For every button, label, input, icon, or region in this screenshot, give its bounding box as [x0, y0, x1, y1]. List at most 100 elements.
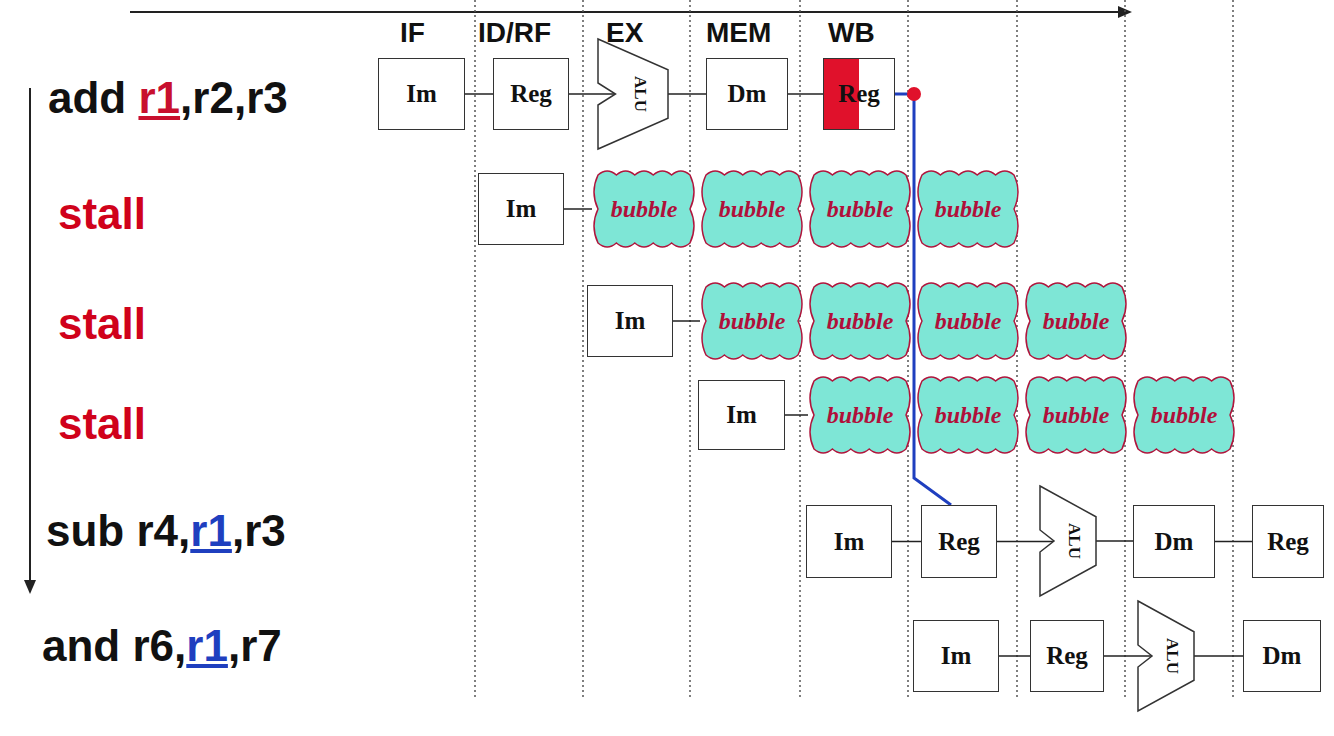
instruction-part: and: [42, 621, 120, 670]
stage-box: Im: [378, 58, 465, 130]
stage-label: Im: [834, 528, 865, 556]
cloud-shape: [594, 171, 694, 247]
instruction-label: stall: [58, 398, 146, 451]
stage-box: Im: [478, 173, 564, 245]
cloud-shape: [810, 283, 910, 359]
pipeline-wire: [673, 320, 700, 322]
stage-box: Dm: [706, 58, 788, 130]
stage-heading: EX: [606, 16, 643, 50]
instruction-part: ,: [174, 621, 186, 670]
instruction-part: r3: [246, 73, 288, 122]
cloud-shape: [810, 377, 910, 453]
bubble-cloud: bubble: [808, 281, 912, 361]
bubble-cloud: bubble: [700, 281, 804, 361]
time-axis: [130, 11, 1120, 13]
cycle-divider: [689, 0, 691, 700]
stage-label: Dm: [1263, 642, 1302, 670]
stage-label: Dm: [728, 80, 767, 108]
stage-label: Dm: [1155, 528, 1194, 556]
cycle-divider: [1232, 0, 1234, 700]
instruction-part: r2: [192, 73, 234, 122]
cloud-shape: [918, 171, 1018, 247]
cycle-dividers: [475, 0, 1233, 700]
instruction-part: r7: [240, 621, 282, 670]
bubble-label: bubble: [827, 196, 894, 223]
bubble-cloud: bubble: [1024, 281, 1128, 361]
stage-box: Reg: [1252, 505, 1324, 578]
bubble-label: bubble: [719, 308, 786, 335]
bubble-cloud: bubble: [1024, 375, 1128, 455]
register-write-box: Reg: [823, 58, 895, 130]
pipeline-wire: [1104, 655, 1152, 657]
stage-label: Reg: [1046, 642, 1088, 670]
bubble-cloud: bubble: [808, 169, 912, 249]
alu-shape: [1138, 601, 1194, 711]
stage-box: Dm: [1243, 620, 1321, 692]
instruction-part: [124, 506, 136, 555]
cycle-divider: [582, 0, 584, 700]
bubble-cloud: bubble: [916, 281, 1020, 361]
bubble-cloud: bubble: [916, 375, 1020, 455]
instruction-part: [120, 621, 132, 670]
stage-label: Reg: [838, 80, 880, 108]
stage-label: ALU: [630, 76, 650, 112]
bubble-label: bubble: [827, 308, 894, 335]
cloud-shape: [1026, 377, 1126, 453]
stage-label: Reg: [510, 80, 552, 108]
pipeline-wire: [1215, 541, 1252, 543]
instruction-part: r3: [244, 506, 286, 555]
instruction-part: r4: [136, 506, 178, 555]
bubble-label: bubble: [719, 196, 786, 223]
pipeline-wire: [1194, 655, 1243, 657]
pipeline-wire: [465, 93, 493, 95]
pipeline-wire: [668, 93, 706, 95]
instruction-label: stall: [58, 298, 146, 351]
instruction-label: and r6,r1,r7: [42, 620, 282, 673]
bubble-cloud: bubble: [700, 169, 804, 249]
instruction-part: [126, 73, 138, 122]
stage-box: Dm: [1133, 505, 1215, 578]
stage-box: Reg: [921, 505, 997, 578]
pipeline-wire: [569, 93, 616, 95]
pipeline-wire: [999, 655, 1030, 657]
cloud-shape: [918, 283, 1018, 359]
bubble-label: bubble: [1043, 308, 1110, 335]
alu-shape: [1040, 486, 1096, 596]
stage-label: Im: [506, 195, 537, 223]
instruction-part: ,: [228, 621, 240, 670]
bubble-label: bubble: [1151, 402, 1218, 429]
stage-box: Reg: [1030, 620, 1104, 692]
alu-symbol: ALU: [1138, 601, 1194, 711]
bubble-cloud: bubble: [916, 169, 1020, 249]
alu-symbol: ALU: [1040, 486, 1096, 596]
stage-box: Im: [913, 620, 999, 692]
instruction-label: sub r4,r1,r3: [46, 505, 286, 558]
cycle-divider: [474, 0, 476, 700]
pipeline-wire: [788, 93, 823, 95]
write-point-dot: [907, 87, 921, 101]
cloud-shape: [702, 171, 802, 247]
pipeline-wire: [892, 541, 921, 543]
register-operand: r1: [186, 621, 228, 670]
cloud-shape: [702, 283, 802, 359]
instruction-part: ,: [180, 73, 192, 122]
bubble-label: bubble: [1043, 402, 1110, 429]
stage-label: Reg: [938, 528, 980, 556]
instruction-part: add: [48, 73, 126, 122]
stage-label: Im: [726, 401, 757, 429]
instruction-label: stall: [58, 188, 146, 241]
alu-symbol: ALU: [598, 39, 668, 149]
stage-heading: IF: [400, 16, 425, 50]
stage-label: ALU: [1162, 638, 1182, 674]
cloud-shape: [1026, 283, 1126, 359]
bubble-cloud: bubble: [1132, 375, 1236, 455]
stage-heading: WB: [828, 16, 875, 50]
order-axis: [29, 88, 31, 582]
instruction-part: r6: [132, 621, 174, 670]
bubble-label: bubble: [935, 402, 1002, 429]
instruction-part: ,: [232, 506, 244, 555]
stage-label: Im: [406, 80, 437, 108]
instruction-label: add r1,r2,r3: [48, 72, 288, 125]
stage-heading: ID/RF: [478, 16, 551, 50]
